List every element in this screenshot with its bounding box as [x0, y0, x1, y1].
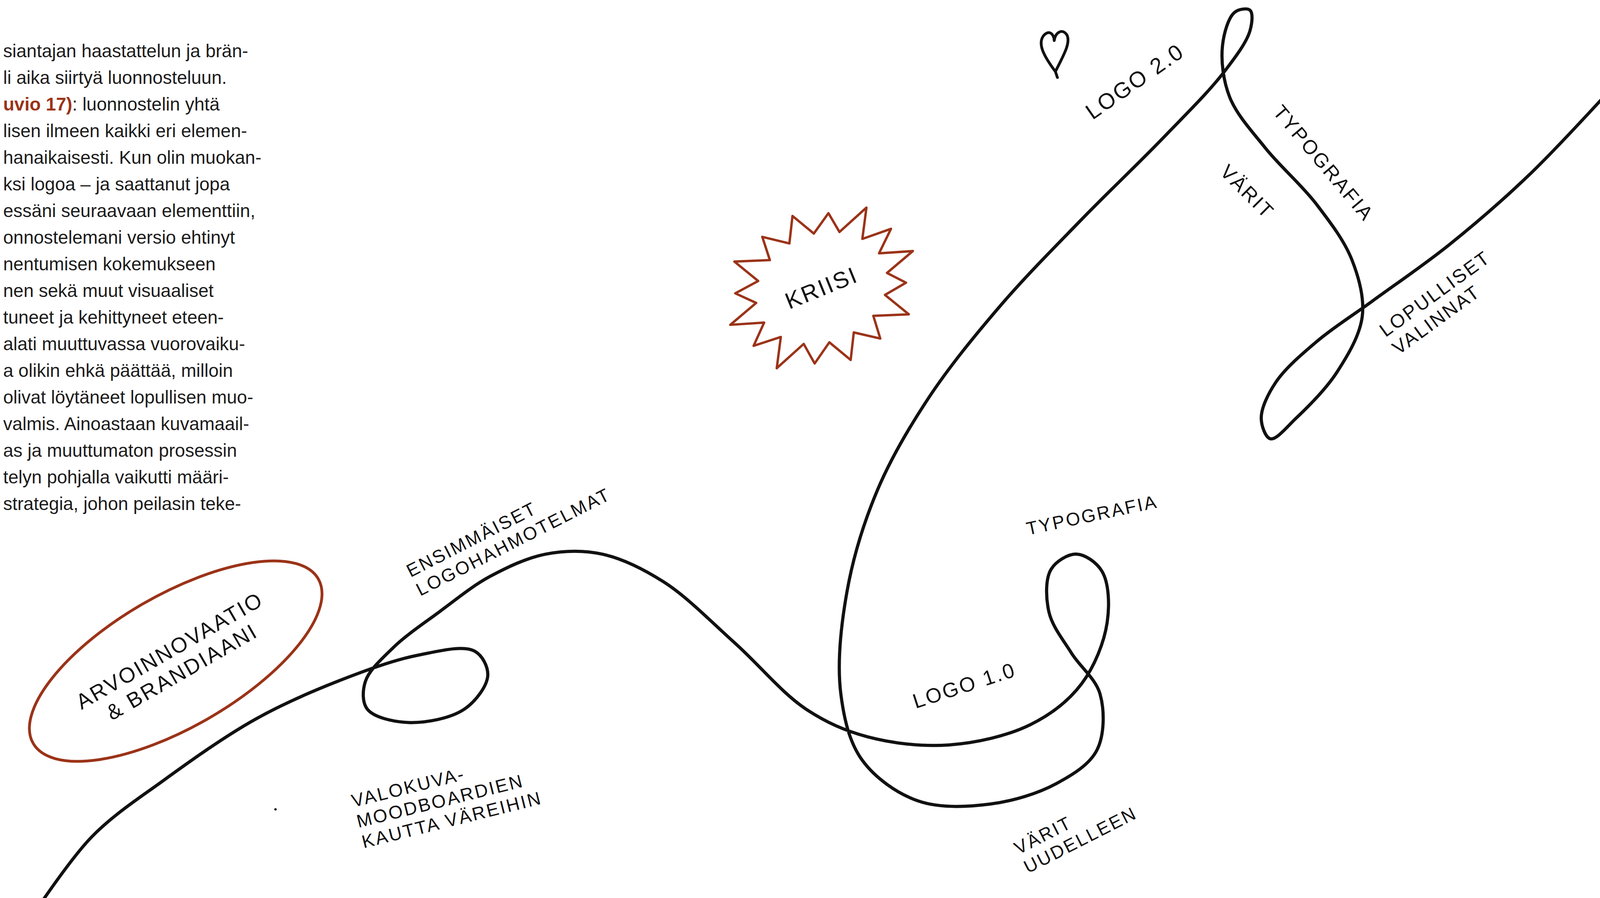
stage-label: ENSIMMÄISET LOGOHAHMOTELMAT — [399, 448, 646, 603]
process-line — [30, 8, 1600, 898]
stage-label: VÄRIT UUDELLEEN — [1007, 769, 1168, 880]
paragraph-line: valmis. Ainoastaan kuvamaail- — [3, 410, 262, 438]
paragraph-line: ksi logoa – ja saattanut jopa — [3, 170, 262, 198]
paragraph-line: strategia, johon peilasin teke- — [3, 490, 262, 518]
paragraph-line: onnostelemani versio ehtinyt — [3, 224, 262, 251]
node-label: ARVOINNOVAATIO & BRANDIAANI — [63, 582, 288, 741]
paragraph-line: li aika siirtyä luonnosteluun. — [3, 64, 262, 92]
paragraph-line: tuneet ja kehittyneet eteen- — [3, 304, 262, 331]
stage-label: VALOKUVA- MOODBOARDIEN KAUTTA VÄREIHIN — [346, 737, 577, 854]
paragraph-line: uvio 17): luonnostelin yhtä — [3, 91, 262, 118]
paragraph-text: : luonnostelin yhtä — [72, 93, 220, 115]
paragraph-text: olivat löytäneet lopullisen muo- — [3, 386, 254, 408]
stage-label: LOPULLISET VALINNAT — [1372, 220, 1543, 362]
node-text-group: KRIISI — [781, 261, 862, 315]
paragraph-line: siantajan haastattelun ja brän- — [3, 37, 262, 65]
stage-label: LOGO 2.0 — [1077, 35, 1193, 128]
paragraph-line: nentumisen kokemukseen — [3, 250, 262, 278]
paragraph-text: a olikin ehkä päättää, milloin — [3, 360, 233, 381]
stray-dot — [274, 808, 277, 811]
paragraph-line: olivat löytäneet lopullisen muo- — [3, 384, 262, 411]
paragraph-text: alati muuttuvassa vuorovaiku- — [3, 333, 246, 355]
paragraph-line: as ja muuttumaton prosessin — [3, 437, 262, 464]
paragraph-text: essäni seuraavaan elementtiin, — [3, 200, 256, 222]
paragraph-line: a olikin ehkä päättää, milloin — [3, 357, 262, 384]
burst-node: KRIISI — [698, 175, 945, 400]
stage-label: TYPOGRAFIA — [1020, 489, 1163, 542]
stage-label: LOGO 1.0 — [906, 656, 1023, 716]
paragraph-text: hanaikaisesti. Kun olin muokan- — [3, 147, 262, 168]
paragraph-text: ksi logoa – ja saattanut jopa — [3, 173, 230, 195]
stage-label: VÄRIT — [1212, 157, 1282, 227]
paragraph-text: li aika siirtyä luonnosteluun. — [3, 67, 227, 88]
starburst-outline — [701, 178, 943, 397]
paragraph-text: nentumisen kokemukseen — [3, 253, 216, 275]
body-paragraph: siantajan haastattelun ja brän-li aika s… — [3, 37, 262, 518]
paragraph-text: strategia, johon peilasin teke- — [3, 493, 241, 514]
paragraph-line: alati muuttuvassa vuorovaiku- — [3, 330, 262, 358]
figure-reference: uvio 17) — [3, 93, 73, 115]
paragraph-text: valmis. Ainoastaan kuvamaail- — [3, 413, 250, 435]
paragraph-text: telyn pohjalla vaikutti määri- — [3, 466, 229, 488]
paragraph-text: tuneet ja kehittyneet eteen- — [3, 306, 224, 328]
paragraph-text: nen sekä muut visuaaliset — [3, 280, 214, 301]
heart-symbol — [1041, 31, 1069, 78]
paragraph-line: nen sekä muut visuaaliset — [3, 277, 262, 305]
paragraph-line: telyn pohjalla vaikutti määri- — [3, 463, 262, 491]
node-text-group: ARVOINNOVAATIO & BRANDIAANI — [63, 582, 288, 741]
ellipse-outline — [0, 521, 352, 801]
paragraph-text: siantajan haastattelun ja brän- — [3, 40, 249, 62]
paragraph-line: essäni seuraavaan elementtiin, — [3, 197, 262, 225]
paragraph-text: onnostelemani versio ehtinyt — [3, 226, 235, 248]
stage-label: TYPOGRAFIA — [1265, 97, 1381, 229]
paragraph-text: as ja muuttumaton prosessin — [3, 440, 237, 461]
paragraph-line: lisen ilmeen kaikki eri elemen- — [3, 117, 262, 145]
paragraph-text: lisen ilmeen kaikki eri elemen- — [3, 120, 248, 142]
paragraph-line: hanaikaisesti. Kun olin muokan- — [3, 144, 262, 171]
node-label: KRIISI — [781, 261, 862, 315]
ellipse-node: ARVOINNOVAATIO & BRANDIAANI — [0, 518, 355, 804]
